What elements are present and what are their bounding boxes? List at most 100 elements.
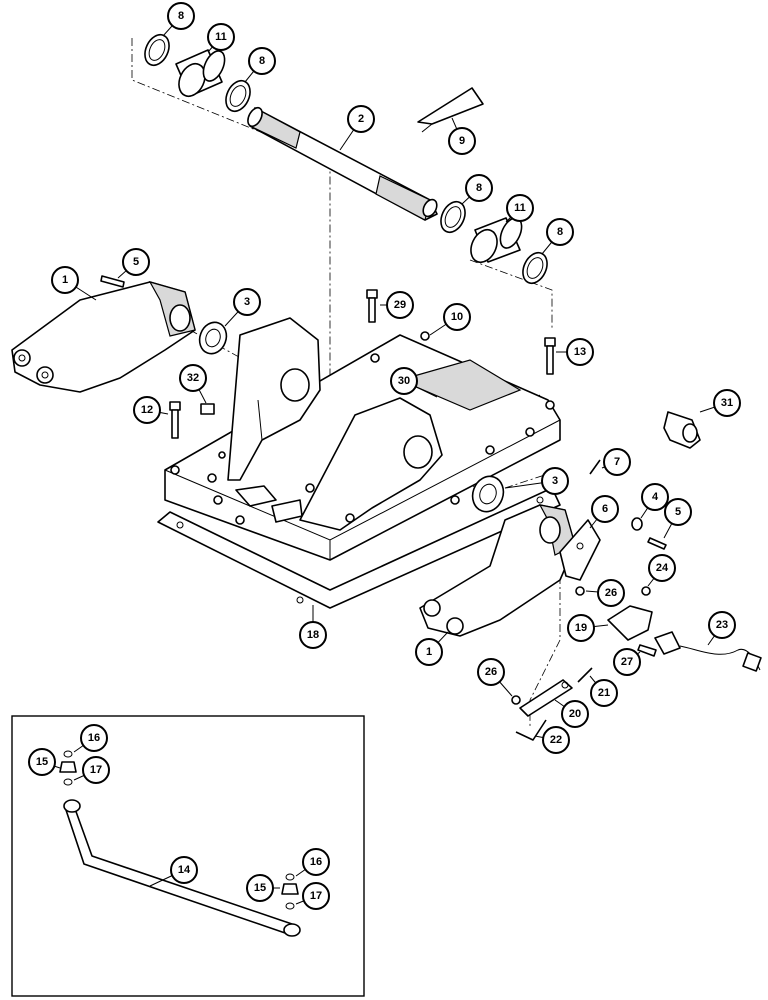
seal-ring-8-top-mid xyxy=(225,79,251,113)
callout-number: 12 xyxy=(141,404,153,416)
bracket-19 xyxy=(607,605,653,641)
callout-number: 7 xyxy=(614,456,620,468)
callout-number: 1 xyxy=(62,274,68,286)
bolt-5-left xyxy=(100,275,125,288)
callout-circle xyxy=(415,638,443,666)
callout-c8c: 8 xyxy=(465,174,493,202)
callout-c1a: 1 xyxy=(51,266,79,294)
callout-number: 15 xyxy=(36,756,48,768)
callout-number: 5 xyxy=(675,506,681,518)
callout-c7: 7 xyxy=(603,448,631,476)
link-20 xyxy=(519,679,573,717)
callout-number: 19 xyxy=(575,622,587,634)
callout-c3a: 3 xyxy=(233,288,261,316)
callout-number: 18 xyxy=(307,629,319,641)
callout-circle xyxy=(386,291,414,319)
callout-c9: 9 xyxy=(448,127,476,155)
callout-circle xyxy=(167,2,195,30)
callout-circle xyxy=(566,338,594,366)
callout-number: 32 xyxy=(187,372,199,384)
callout-c22: 22 xyxy=(542,726,570,754)
allen-key-22 xyxy=(515,719,547,741)
callout-number: 22 xyxy=(550,734,562,746)
callout-number: 11 xyxy=(514,202,526,214)
callout-c3b: 3 xyxy=(541,467,569,495)
callout-c26b: 26 xyxy=(477,658,505,686)
callout-c11a: 11 xyxy=(207,23,235,51)
callout-number: 17 xyxy=(90,764,102,776)
callout-number: 13 xyxy=(574,346,586,358)
callout-c16a: 16 xyxy=(80,724,108,752)
callout-circle xyxy=(641,483,669,511)
callout-circle xyxy=(302,848,330,876)
callout-c5b: 5 xyxy=(664,498,692,526)
callout-c5a: 5 xyxy=(122,248,150,276)
callout-c14: 14 xyxy=(170,856,198,884)
callout-c23: 23 xyxy=(708,611,736,639)
callout-number: 9 xyxy=(459,135,465,147)
sensor-cable-23 xyxy=(654,631,762,672)
shaft-2 xyxy=(247,106,438,221)
callout-number: 1 xyxy=(426,646,432,658)
callout-number: 31 xyxy=(721,397,733,409)
callout-circle xyxy=(299,621,327,649)
callout-circle xyxy=(207,23,235,51)
callout-c16b: 16 xyxy=(302,848,330,876)
callout-circle xyxy=(567,614,595,642)
callout-circle xyxy=(179,364,207,392)
callout-c1b: 1 xyxy=(415,638,443,666)
callout-c4: 4 xyxy=(641,483,669,511)
callout-c15b: 15 xyxy=(246,874,274,902)
callout-number: 29 xyxy=(394,299,406,311)
callout-c18: 18 xyxy=(299,621,327,649)
cam-plate-6 xyxy=(559,519,601,581)
callout-c10: 10 xyxy=(443,303,471,331)
bolt-29 xyxy=(366,289,378,323)
callout-number: 26 xyxy=(605,587,617,599)
callout-number: 21 xyxy=(598,687,610,699)
callout-number: 6 xyxy=(602,503,608,515)
callout-number: 17 xyxy=(310,890,322,902)
callout-number: 16 xyxy=(310,856,322,868)
callout-c8a: 8 xyxy=(167,2,195,30)
callout-circle xyxy=(246,874,274,902)
nut-24 xyxy=(641,586,651,596)
callout-c6: 6 xyxy=(591,495,619,523)
callout-circle xyxy=(233,288,261,316)
callout-circle xyxy=(28,748,56,776)
nut-26-upper xyxy=(575,586,585,596)
bushing-11-top-left xyxy=(175,49,226,98)
callout-c15a: 15 xyxy=(28,748,56,776)
callout-number: 3 xyxy=(244,296,250,308)
callout-circle xyxy=(542,726,570,754)
lift-housing-10 xyxy=(164,317,561,561)
nut-26-lower xyxy=(511,695,521,705)
bolt-27 xyxy=(637,644,657,657)
callout-number: 10 xyxy=(451,311,463,323)
callout-circle xyxy=(561,700,589,728)
callout-circle xyxy=(80,724,108,752)
callout-number: 8 xyxy=(476,182,482,194)
callout-c21: 21 xyxy=(590,679,618,707)
sealant-tube-9 xyxy=(417,87,484,133)
callout-circle xyxy=(477,658,505,686)
callout-c17a: 17 xyxy=(82,756,110,784)
plug-32 xyxy=(200,403,215,415)
callout-circle xyxy=(390,367,418,395)
seal-ring-8-right-bottom xyxy=(522,251,548,285)
callout-c17b: 17 xyxy=(302,882,330,910)
callout-c11b: 11 xyxy=(506,194,534,222)
callout-c8b: 8 xyxy=(248,47,276,75)
callout-number: 20 xyxy=(569,708,581,720)
callout-c20: 20 xyxy=(561,700,589,728)
callout-number: 3 xyxy=(552,475,558,487)
seal-ring-8-right-top xyxy=(440,200,466,234)
callout-c2: 2 xyxy=(347,105,375,133)
callout-c19: 19 xyxy=(567,614,595,642)
inset-fittings-upper xyxy=(59,750,77,786)
callout-c26a: 26 xyxy=(597,579,625,607)
callout-number: 2 xyxy=(358,113,364,125)
callout-circle xyxy=(708,611,736,639)
callout-number: 14 xyxy=(178,864,191,876)
